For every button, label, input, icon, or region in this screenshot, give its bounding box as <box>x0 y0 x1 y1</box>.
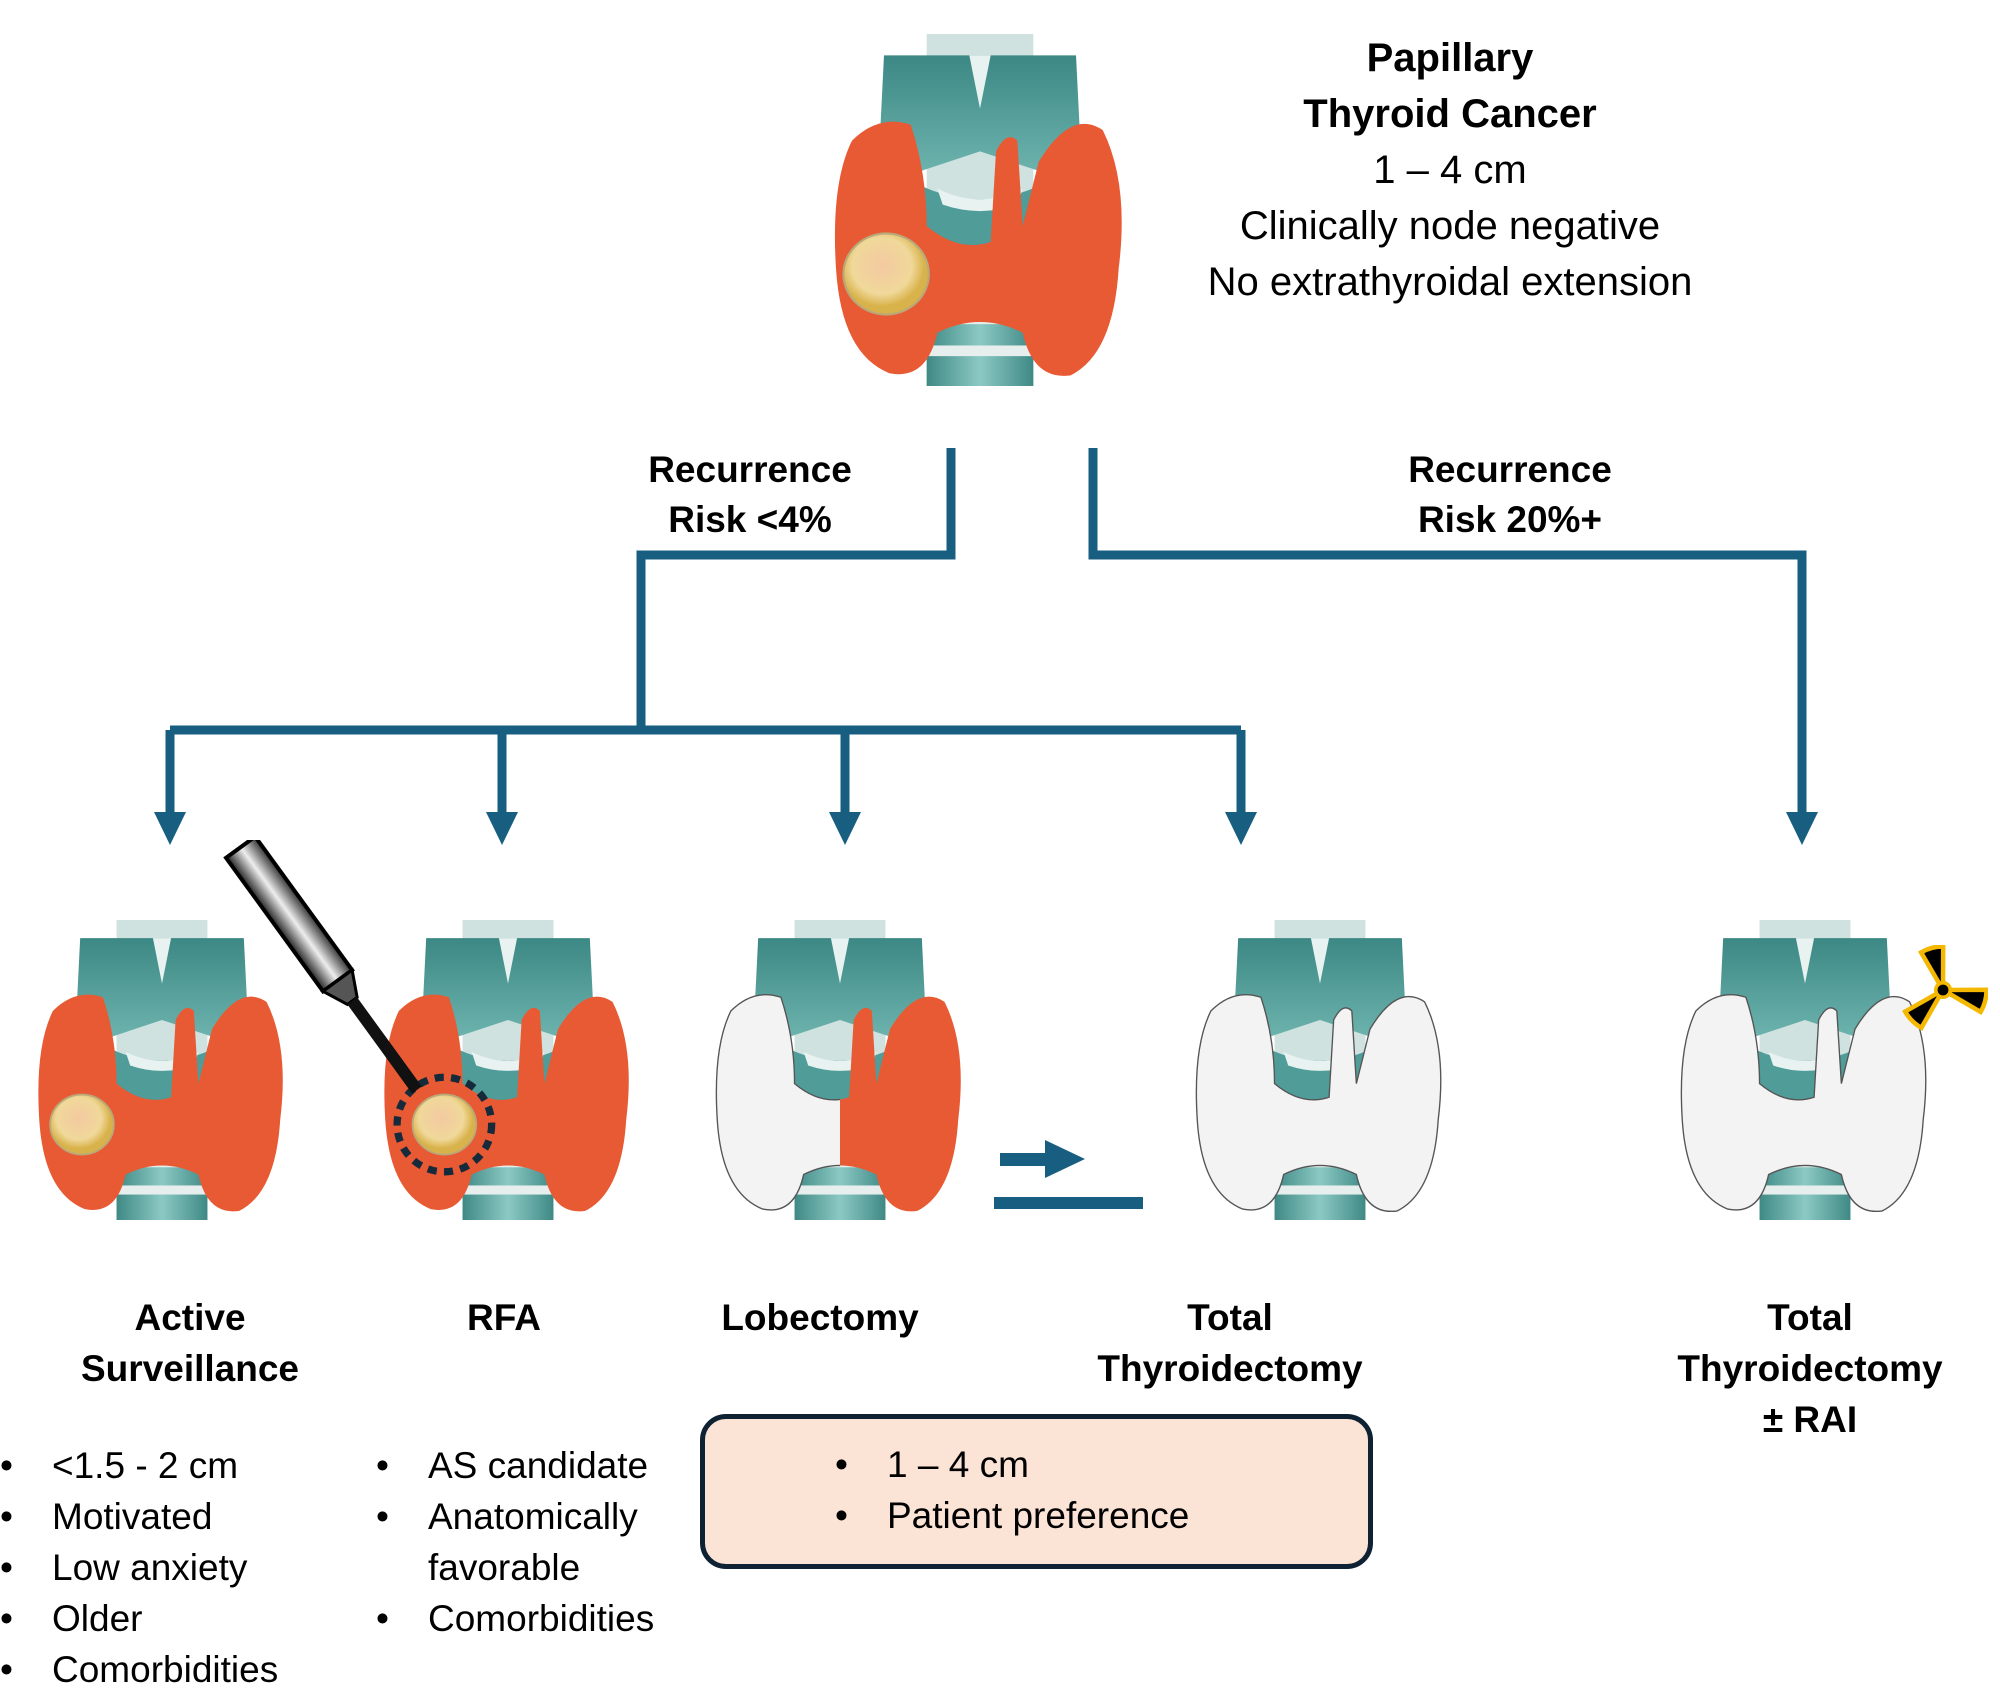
option-label-line: Lobectomy <box>721 1297 919 1338</box>
option-label-line: Thyroidectomy <box>1097 1348 1363 1389</box>
low-risk-label: Recurrence Risk <4% <box>600 445 900 545</box>
arrowhead-tt-rai <box>1786 812 1818 845</box>
option-label-line: Surveillance <box>80 1348 299 1389</box>
arrowhead-tt <box>1225 812 1257 845</box>
header-ete-status: No extrathyroidal extension <box>1207 260 1693 304</box>
thyroid-with-nodule-icon <box>834 34 1122 386</box>
arrowhead-lobectomy <box>829 812 861 845</box>
lobectomy-thyroid-icon <box>715 920 961 1220</box>
active-surveillance-criteria: <1.5 - 2 cm Motivated Low anxiety Older … <box>0 1440 278 1695</box>
criteria-item: Motivated <box>0 1491 278 1542</box>
option-label-line: Active <box>134 1297 246 1338</box>
rfa-criteria: AS candidate Anatomically favorable Como… <box>376 1440 654 1644</box>
criteria-item: Older <box>0 1593 278 1644</box>
option-label-line: Total <box>1767 1297 1853 1338</box>
total-thyroidectomy-icon <box>1195 920 1442 1220</box>
criteria-item: Patient preference <box>835 1490 1189 1541</box>
option-total-thyroidectomy-rai: Total Thyroidectomy ± RAI <box>1660 1292 1960 1445</box>
criteria-item: Comorbidities <box>376 1593 654 1644</box>
criteria-item: Comorbidities <box>0 1644 278 1695</box>
low-risk-line-2: Risk <4% <box>668 499 832 540</box>
connector-low-risk <box>636 448 956 730</box>
option-label-line: RFA <box>467 1297 541 1338</box>
criteria-item: Anatomically <box>376 1491 654 1542</box>
option-rfa: RFA <box>404 1292 604 1343</box>
high-risk-line-1: Recurrence <box>1408 449 1612 490</box>
radiation-trefoil-icon <box>1902 945 1988 1031</box>
low-risk-line-1: Recurrence <box>648 449 852 490</box>
rfa-thyroid-icon <box>384 920 629 1220</box>
option-active-surveillance: Active Surveillance <box>40 1292 340 1394</box>
rfa-probe-icon <box>223 840 422 1094</box>
criteria-item: AS candidate <box>376 1440 654 1491</box>
arrowhead-rfa <box>486 812 518 845</box>
active-surveillance-thyroid-icon <box>38 920 283 1220</box>
option-label-line: Total <box>1187 1297 1273 1338</box>
header-node-status: Clinically node negative <box>1239 204 1661 248</box>
criteria-item: 1 – 4 cm <box>835 1439 1189 1490</box>
option-label-line: ± RAI <box>1762 1399 1858 1440</box>
option-label-line: Thyroidectomy <box>1677 1348 1943 1389</box>
option-lobectomy: Lobectomy <box>700 1292 940 1343</box>
diagnosis-header: Papillary Thyroid Cancer 1 – 4 cm Clinic… <box>1160 30 1740 310</box>
criteria-item: <1.5 - 2 cm <box>0 1440 278 1491</box>
connector-high-risk <box>1088 448 1807 815</box>
right-arrow-over-bar-icon <box>994 1140 1143 1209</box>
option-total-thyroidectomy: Total Thyroidectomy <box>1080 1292 1380 1394</box>
header-size: 1 – 4 cm <box>1373 148 1527 192</box>
header-line-1: Papillary <box>1366 36 1534 80</box>
criteria-item: Low anxiety <box>0 1542 278 1593</box>
criteria-item-continued: favorable <box>428 1547 581 1588</box>
arrowhead-as <box>154 812 186 845</box>
shared-criteria-box: 1 – 4 cm Patient preference <box>700 1414 1373 1569</box>
high-risk-label: Recurrence Risk 20%+ <box>1360 445 1660 545</box>
header-line-2: Thyroid Cancer <box>1303 92 1597 136</box>
high-risk-line-2: Risk 20%+ <box>1417 499 1603 540</box>
